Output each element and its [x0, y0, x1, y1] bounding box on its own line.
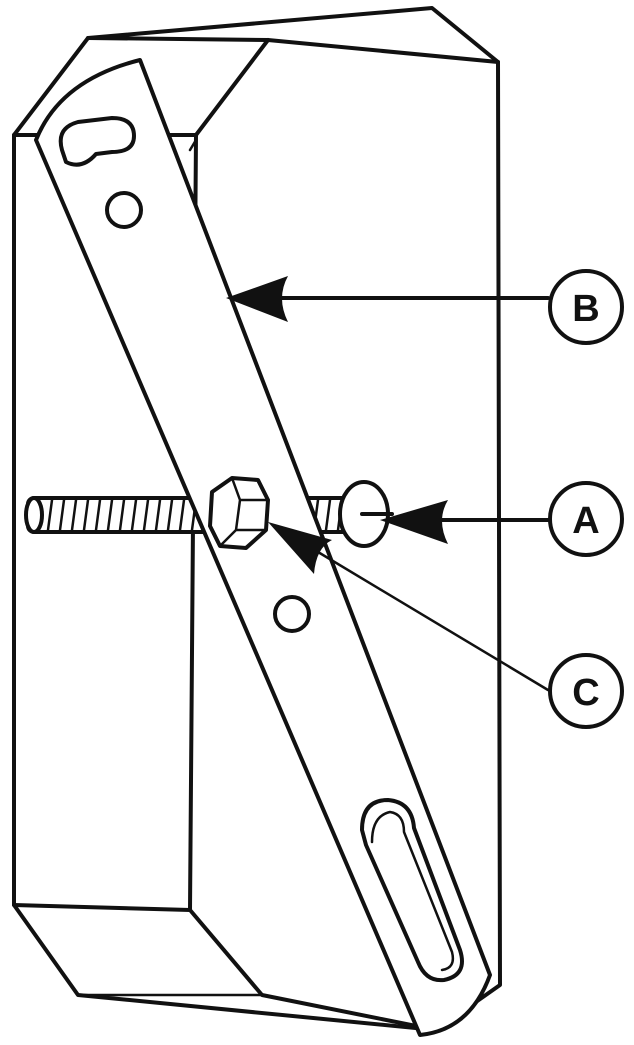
leader-c [268, 522, 550, 692]
leader-c-arrowhead [268, 522, 332, 574]
callout-a-letter: A [572, 500, 599, 542]
strap-body [34, 58, 492, 1037]
housing-bottom-edge [12, 903, 438, 1032]
leader-b [226, 276, 550, 322]
nut-face [218, 476, 270, 548]
strap-slot [360, 798, 464, 983]
strap-hole-lower [273, 595, 311, 633]
callout-a-circle [548, 481, 624, 557]
callout-b-circle [548, 269, 624, 345]
leader-b-arrowhead [226, 276, 288, 322]
callout-b-letter: B [572, 288, 599, 330]
callout-c-circle [548, 653, 624, 729]
callout-c-letter: C [572, 672, 599, 714]
leader-a [380, 500, 550, 544]
leader-a-arrowhead [380, 500, 448, 544]
keyhole-top [58, 116, 136, 167]
strap-hole-upper [105, 191, 143, 229]
callout-c: C [548, 653, 624, 729]
callout-a: A [548, 481, 624, 557]
bolt-head [338, 480, 394, 548]
bolt-tip [24, 496, 44, 534]
hex-nut [208, 476, 270, 550]
leader-c-line [316, 550, 550, 692]
mounting-strap [34, 58, 492, 1037]
strap-slot-inner [370, 810, 455, 972]
strap-inner-line [188, 138, 198, 152]
callout-b: B [548, 269, 624, 345]
